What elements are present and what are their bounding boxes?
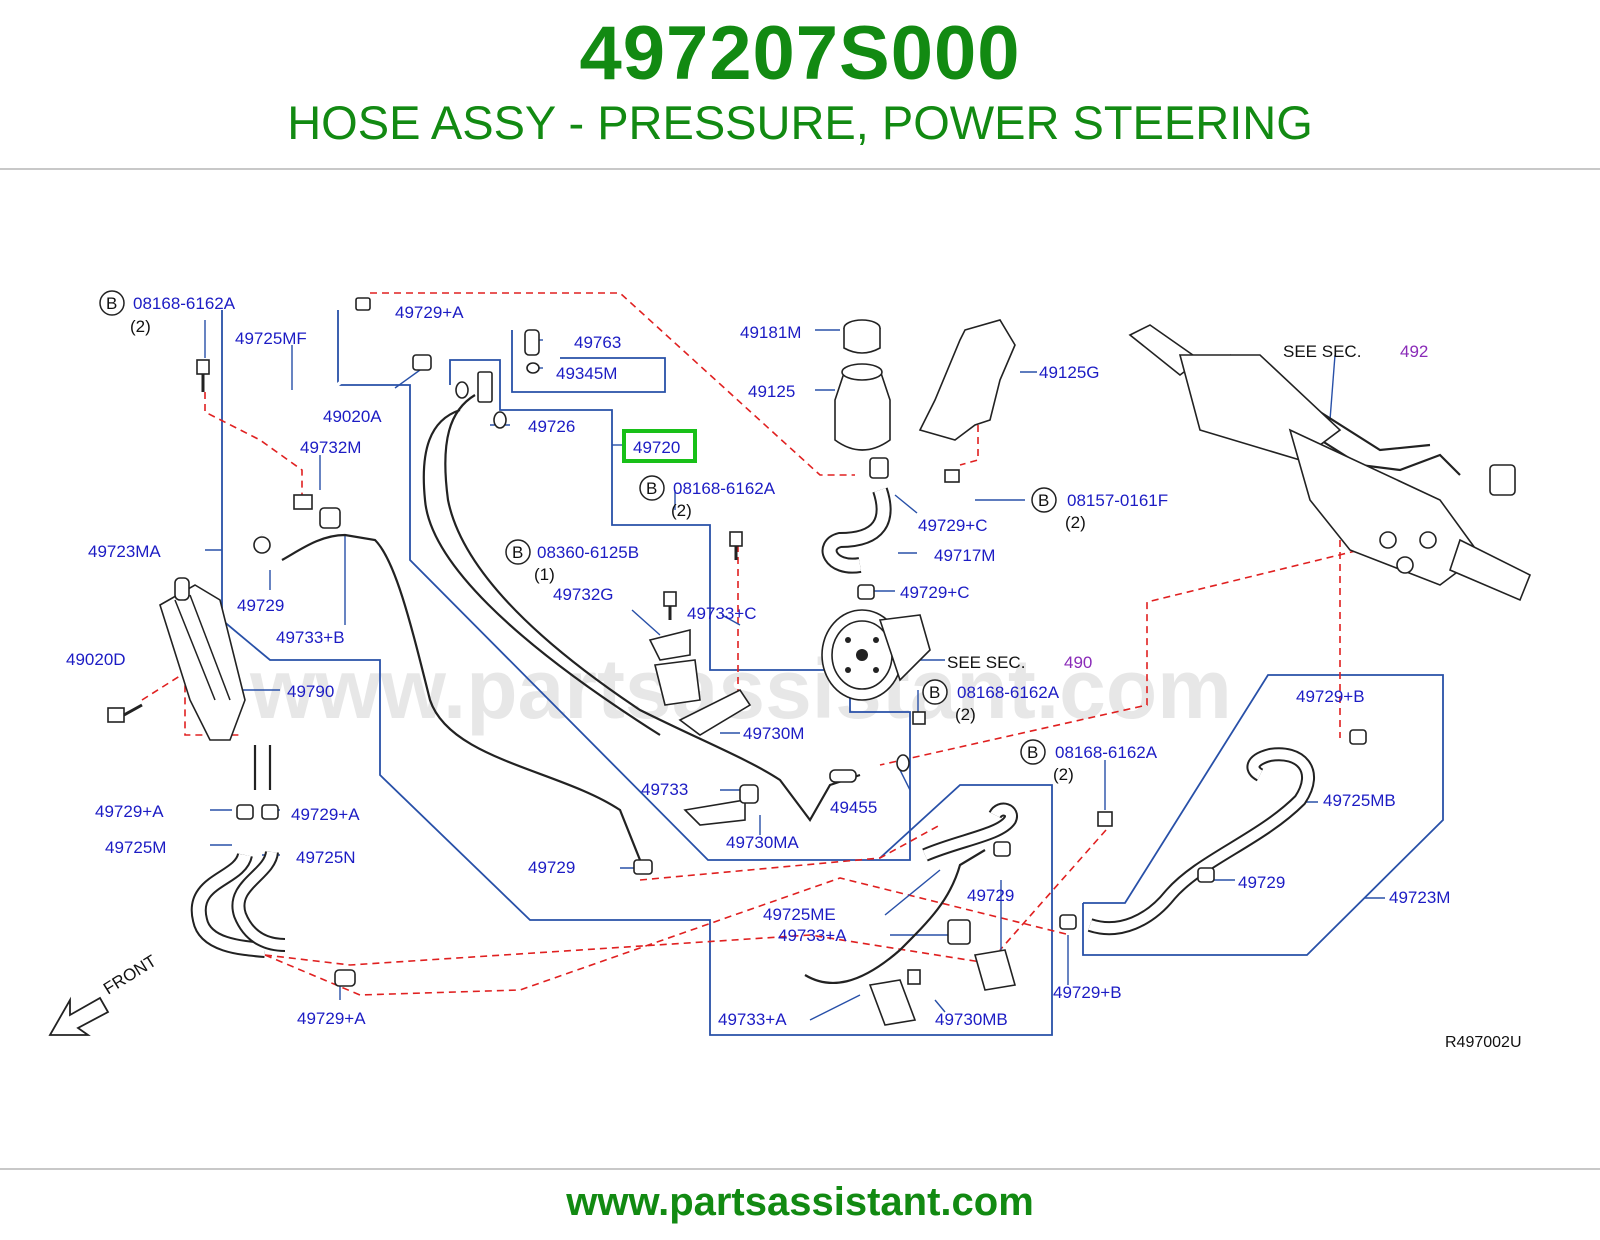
reservoir [834, 319, 891, 479]
frame-49723m [1082, 674, 1444, 956]
see-sec-link-492[interactable]: 492 [1400, 342, 1428, 361]
small-parts [107, 297, 1367, 1026]
bolt-marker: B [929, 683, 940, 702]
power-steering-pump [821, 609, 931, 701]
bolt-markers: B B B B B B [99, 290, 1057, 765]
part-label[interactable]: 49733+B [276, 628, 345, 647]
bottom-divider [0, 1168, 1600, 1170]
frame-49723ma [221, 310, 1053, 1036]
watermark: www.partsassistant.com [249, 642, 1232, 736]
part-label[interactable]: 49733+C [687, 604, 756, 623]
qty-label: (2) [130, 317, 151, 336]
qty-label: (2) [671, 501, 692, 520]
front-arrow: FRONT [48, 951, 160, 1036]
qty-label: (1) [534, 565, 555, 584]
part-number-title: 497207S000 [579, 11, 1021, 96]
highlight-box [622, 429, 697, 463]
dash-top-route [370, 292, 855, 476]
part-label[interactable]: 49729+B [1296, 687, 1365, 706]
part-label[interactable]: 49790 [287, 682, 334, 701]
part-label[interactable]: 08168-6162A [133, 294, 236, 313]
bolt-marker: B [1027, 743, 1038, 762]
part-label[interactable]: 49345M [556, 364, 617, 383]
part-label[interactable]: 49729+A [95, 802, 164, 821]
part-label[interactable]: 49729+A [297, 1009, 366, 1028]
bolt-marker: B [512, 543, 523, 562]
frame-49763 [511, 330, 666, 393]
part-label[interactable]: 49725MB [1323, 791, 1396, 810]
part-label[interactable]: 49729 [967, 886, 1014, 905]
part-label[interactable]: 49730M [743, 724, 804, 743]
part-label[interactable]: 49181M [740, 323, 801, 342]
see-sec-link-490[interactable]: 490 [1064, 653, 1092, 672]
see-sec-label: SEE SEC. [1283, 342, 1361, 361]
part-label[interactable]: 08157-0161F [1067, 491, 1168, 510]
part-label[interactable]: 49729+A [395, 303, 464, 322]
part-label[interactable]: 49763 [574, 333, 621, 352]
part-label[interactable]: 49733+A [778, 926, 847, 945]
part-label[interactable]: 49729+A [291, 805, 360, 824]
part-label[interactable]: 49125 [748, 382, 795, 401]
cooler-49790 [159, 577, 246, 741]
part-label[interactable]: 49717M [934, 546, 995, 565]
bolt-marker: B [646, 479, 657, 498]
dash-bottom-mid [264, 934, 1001, 966]
part-label[interactable]: 49729+C [918, 516, 987, 535]
steering-rack [1128, 324, 1532, 602]
footer-url[interactable]: www.partsassistant.com [566, 1180, 1034, 1224]
bracket-49125g [918, 319, 1016, 441]
bolt-marker: B [106, 294, 117, 313]
part-label[interactable]: 49725ME [763, 905, 836, 924]
part-label[interactable]: 49020D [66, 650, 126, 669]
part-label[interactable]: 49726 [528, 417, 575, 436]
qty-label: (2) [1053, 765, 1074, 784]
part-label[interactable]: 49723M [1389, 888, 1450, 907]
top-divider [0, 168, 1600, 170]
qty-label: (2) [955, 705, 976, 724]
leader-lines [204, 320, 1385, 1021]
part-label[interactable]: 49729+B [1053, 983, 1122, 1002]
part-label[interactable]: 49732M [300, 438, 361, 457]
see-sec-label: SEE SEC. [947, 653, 1025, 672]
dash-rack-right [879, 544, 1381, 766]
dash-right-bolt [999, 829, 1107, 951]
hose-lines [190, 330, 1461, 985]
part-label[interactable]: 49725N [296, 848, 356, 867]
part-label[interactable]: 49730MA [726, 833, 799, 852]
part-label[interactable]: 49725M [105, 838, 166, 857]
part-label[interactable]: 49455 [830, 798, 877, 817]
qty-label: (2) [1065, 513, 1086, 532]
part-label[interactable]: 08168-6162A [957, 683, 1060, 702]
part-label[interactable]: 49729 [237, 596, 284, 615]
part-label-49720[interactable]: 49720 [633, 438, 680, 457]
bolt-marker: B [1038, 491, 1049, 510]
part-label[interactable]: 49725MF [235, 329, 307, 348]
part-label[interactable]: 49729 [1238, 873, 1285, 892]
part-label[interactable]: 08168-6162A [1055, 743, 1158, 762]
part-label[interactable]: 08360-6125B [537, 543, 639, 562]
part-label[interactable]: 08168-6162A [673, 479, 776, 498]
part-label[interactable]: 49730MB [935, 1010, 1008, 1029]
part-label[interactable]: 49729+C [900, 583, 969, 602]
front-label: FRONT [100, 951, 160, 998]
part-label[interactable]: 49723MA [88, 542, 161, 561]
part-labels: 08168-6162A (2) 49729+A 49725MF 49763 49… [66, 294, 1450, 1029]
part-description: HOSE ASSY - PRESSURE, POWER STEERING [287, 96, 1313, 149]
part-label[interactable]: 49020A [323, 407, 382, 426]
dash-49732m [204, 392, 303, 495]
part-label[interactable]: 49732G [553, 585, 614, 604]
part-label[interactable]: 49733+A [718, 1010, 787, 1029]
header: 497207S000 HOSE ASSY - PRESSURE, POWER S… [0, 0, 1600, 170]
part-label[interactable]: 49733 [641, 780, 688, 799]
reference-code: R497002U [1445, 1034, 1522, 1051]
part-label[interactable]: 49125G [1039, 363, 1100, 382]
part-label[interactable]: 49729 [528, 858, 575, 877]
dash-49729-center [639, 824, 941, 881]
